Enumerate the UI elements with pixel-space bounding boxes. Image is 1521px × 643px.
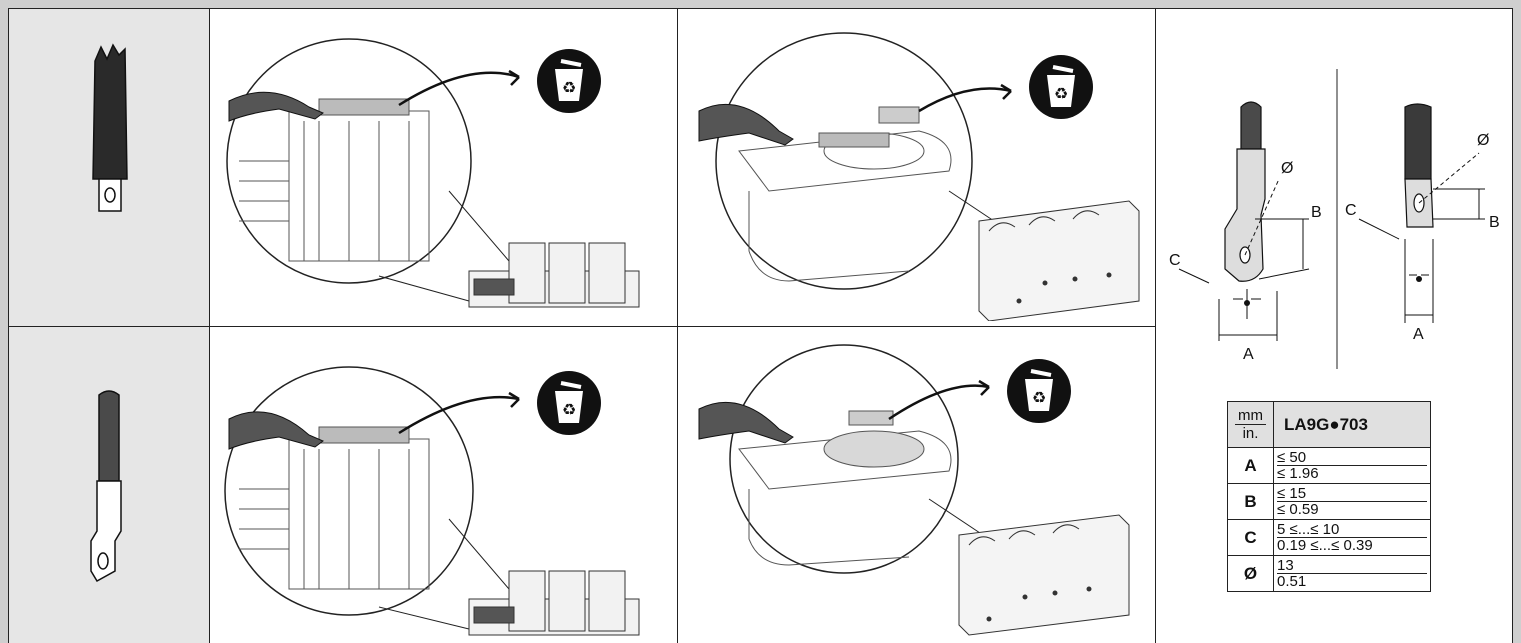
svg-text:♻: ♻ [1054, 84, 1068, 103]
svg-text:A: A [1243, 346, 1254, 363]
dimension-key: Ø [1227, 555, 1274, 592]
cable-lug-connection-icon [69, 381, 169, 601]
dimension-key: A [1227, 447, 1274, 484]
remove-cover-step-busbar-rear: ♻ [689, 21, 1149, 321]
svg-text:Ø: Ø [1281, 160, 1293, 177]
dimension-value: 5 ≤...≤ 10 0.19 ≤...≤ 0.39 [1273, 519, 1431, 556]
svg-text:C: C [1345, 202, 1357, 219]
table-row: Ø 13 0.51 [1227, 555, 1431, 592]
remove-cover-step-busbar-front: ♻ [219, 21, 669, 321]
svg-text:B: B [1489, 214, 1500, 231]
table-row: A ≤ 50 ≤ 1.96 [1227, 447, 1431, 484]
lug-dimension-table: mm in. LA9G●703 A ≤ 50 ≤ 1.96 B ≤ 15 ≤ 0… [1227, 401, 1431, 592]
dimension-key: B [1227, 483, 1274, 520]
svg-text:C: C [1169, 252, 1181, 269]
instruction-sheet: ♻ [8, 8, 1513, 643]
dimension-value: 13 0.51 [1273, 555, 1431, 592]
unit-header: mm in. [1227, 401, 1274, 448]
table-row: C 5 ≤...≤ 10 0.19 ≤...≤ 0.39 [1227, 519, 1431, 556]
remove-cover-step-lug-front: ♻ [219, 339, 669, 639]
table-row: B ≤ 15 ≤ 0.59 [1227, 483, 1431, 520]
part-number: LA9G●703 [1273, 401, 1431, 448]
svg-text:♻: ♻ [562, 400, 576, 419]
dimension-value: ≤ 50 ≤ 1.96 [1273, 447, 1431, 484]
lug-dimension-drawings: Ø B C A Ø B C A [1159, 69, 1509, 369]
svg-text:B: B [1311, 204, 1322, 221]
svg-text:Ø: Ø [1477, 132, 1489, 149]
svg-text:♻: ♻ [562, 78, 576, 97]
busbar-connection-icon [69, 39, 159, 219]
dimension-value: ≤ 15 ≤ 0.59 [1273, 483, 1431, 520]
remove-cover-step-lug-rear: ♻ [689, 339, 1149, 639]
grid-divider [9, 326, 1155, 327]
grid-divider [1155, 9, 1156, 643]
dimension-key: C [1227, 519, 1274, 556]
table-header-row: mm in. LA9G●703 [1227, 401, 1431, 448]
svg-text:A: A [1413, 326, 1424, 343]
svg-text:♻: ♻ [1032, 388, 1046, 407]
